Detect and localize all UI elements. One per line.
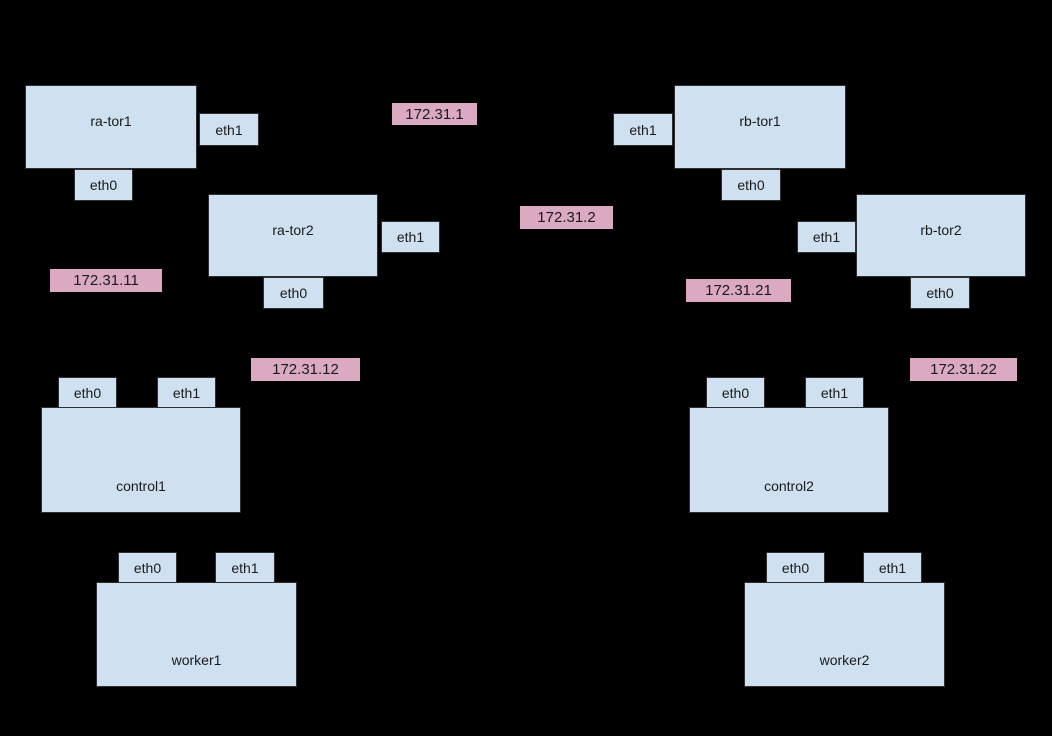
port-ra-tor1-eth1[interactable]: eth1 xyxy=(199,113,259,146)
port-worker2-eth0[interactable]: eth0 xyxy=(766,552,825,583)
node-label: worker2 xyxy=(819,651,870,668)
node-worker1[interactable]: worker1 xyxy=(96,582,297,687)
node-label: ra-tor2 xyxy=(272,222,314,238)
port-rb-tor1-eth0[interactable]: eth0 xyxy=(721,169,781,201)
network-label-net-172-31-22[interactable]: 172.31.22 xyxy=(910,358,1017,381)
network-label-net-172-31-21[interactable]: 172.31.21 xyxy=(686,279,791,302)
node-control2[interactable]: control2 xyxy=(689,407,889,513)
port-control2-eth1[interactable]: eth1 xyxy=(805,377,864,408)
port-ra-tor2-eth0[interactable]: eth0 xyxy=(263,277,324,309)
network-label-net-172-31-1[interactable]: 172.31.1 xyxy=(392,103,477,125)
network-label-net-172-31-12[interactable]: 172.31.12 xyxy=(251,358,360,381)
node-label: worker1 xyxy=(171,651,222,668)
network-label-net-172-31-11[interactable]: 172.31.11 xyxy=(50,269,162,292)
port-rb-tor2-eth1[interactable]: eth1 xyxy=(797,221,856,253)
node-label: ra-tor1 xyxy=(90,113,132,129)
port-ra-tor2-eth1[interactable]: eth1 xyxy=(381,221,440,253)
port-worker2-eth1[interactable]: eth1 xyxy=(863,552,922,583)
node-control1[interactable]: control1 xyxy=(41,407,241,513)
port-rb-tor1-eth1[interactable]: eth1 xyxy=(613,113,673,146)
port-control1-eth1[interactable]: eth1 xyxy=(157,377,216,408)
network-label-net-172-31-2[interactable]: 172.31.2 xyxy=(520,206,613,229)
port-rb-tor2-eth0[interactable]: eth0 xyxy=(910,277,970,309)
node-ra-tor2[interactable]: ra-tor2 xyxy=(208,194,378,277)
port-control2-eth0[interactable]: eth0 xyxy=(706,377,765,408)
node-rb-tor1[interactable]: rb-tor1 xyxy=(674,85,846,169)
node-rb-tor2[interactable]: rb-tor2 xyxy=(856,194,1026,277)
node-label: control2 xyxy=(764,477,814,494)
node-label: rb-tor2 xyxy=(920,222,962,238)
port-worker1-eth0[interactable]: eth0 xyxy=(118,552,177,583)
node-label: control1 xyxy=(116,477,166,494)
port-ra-tor1-eth0[interactable]: eth0 xyxy=(74,169,133,201)
port-worker1-eth1[interactable]: eth1 xyxy=(215,552,275,583)
port-control1-eth0[interactable]: eth0 xyxy=(58,377,117,408)
node-worker2[interactable]: worker2 xyxy=(744,582,945,687)
node-label: rb-tor1 xyxy=(739,113,781,129)
node-ra-tor1[interactable]: ra-tor1 xyxy=(25,85,197,169)
